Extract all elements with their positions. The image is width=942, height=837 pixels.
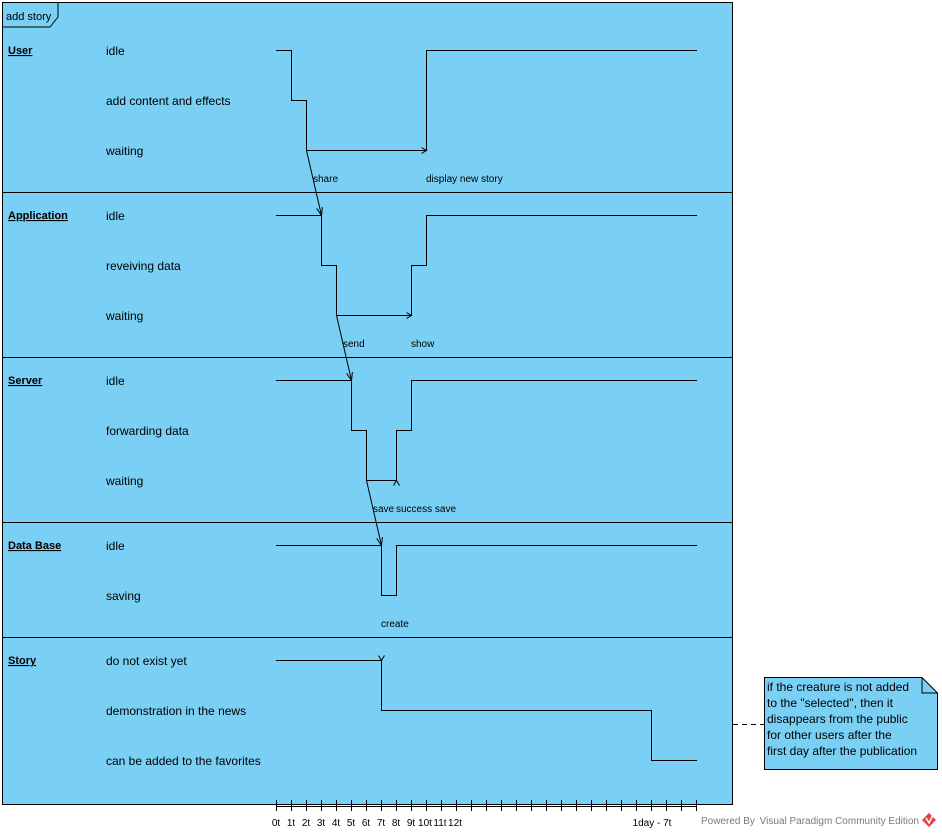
state-label: waiting xyxy=(105,309,143,323)
state-label: waiting xyxy=(105,474,143,488)
state-label: demonstration in the news xyxy=(106,704,246,718)
state-label: idle xyxy=(106,209,125,223)
note[interactable]: if the creature is not added to the "sel… xyxy=(764,677,938,770)
state-timeline-data-base xyxy=(276,545,697,596)
arrowhead-icon xyxy=(378,655,385,662)
message-line-send[interactable] xyxy=(336,315,352,381)
message-label-send: send xyxy=(343,339,365,350)
state-label: add content and effects xyxy=(106,94,231,108)
frame-title: add story xyxy=(6,11,52,23)
state-label: idle xyxy=(106,44,125,58)
arrowhead-icon xyxy=(406,312,413,319)
message-label-create: create xyxy=(381,619,409,630)
state-label: can be added to the favorites xyxy=(106,754,261,768)
state-label: reveiving data xyxy=(106,259,181,273)
message-label-success-save: success save xyxy=(396,504,456,515)
message-label-share: share xyxy=(313,174,338,185)
time-tick-label: 7t xyxy=(377,818,386,829)
time-tick-label: 12t xyxy=(448,818,462,829)
time-range-label: 1day - 7t xyxy=(633,818,672,829)
frame-title-tab xyxy=(2,2,59,28)
diagram-frame[interactable] xyxy=(2,2,733,805)
message-line-save[interactable] xyxy=(366,480,382,546)
lifeline-name-application[interactable]: Application xyxy=(8,210,68,222)
lifeline-name-server[interactable]: Server xyxy=(8,375,43,387)
note-line: first day after the publication xyxy=(767,744,917,758)
state-label: forwarding data xyxy=(106,424,189,438)
lifeline-name-data-base[interactable]: Data Base xyxy=(8,540,61,552)
state-label: do not exist yet xyxy=(106,654,187,668)
state-label: saving xyxy=(106,589,141,603)
state-label: waiting xyxy=(105,144,143,158)
state-timeline-user xyxy=(276,50,697,151)
note-line: to the "selected", then it xyxy=(767,696,894,710)
arrowhead-icon xyxy=(346,372,353,382)
watermark-text: Powered By Visual Paradigm Community Edi… xyxy=(701,816,919,827)
time-tick-label: 11t xyxy=(433,818,446,829)
note-line: for other users after the xyxy=(767,728,892,742)
note-body xyxy=(764,677,938,770)
lifeline-name-story[interactable]: Story xyxy=(8,655,37,667)
note-line: if the creature is not added xyxy=(767,680,909,694)
message-label-display-new-story: display new story xyxy=(426,174,503,185)
message-line-share[interactable] xyxy=(306,150,322,216)
state-timeline-server xyxy=(276,380,697,481)
time-tick-label: 1t xyxy=(287,818,296,829)
note-line: disappears from the public xyxy=(767,712,908,726)
time-tick-label: 10t xyxy=(418,818,432,829)
time-tick-label: 6t xyxy=(362,818,371,829)
message-label-save: save xyxy=(373,504,395,515)
time-tick-label: 3t xyxy=(317,818,326,829)
time-tick-label: 8t xyxy=(392,818,401,829)
arrowhead-icon xyxy=(376,537,383,547)
time-tick-label: 2t xyxy=(302,818,311,829)
time-tick-label: 9t xyxy=(407,818,416,829)
visual-paradigm-logo-icon xyxy=(922,813,936,827)
state-timeline-story xyxy=(276,660,697,761)
time-tick-label: 0t xyxy=(272,818,281,829)
state-label: idle xyxy=(106,539,125,553)
time-tick-label: 4t xyxy=(332,818,341,829)
time-axis: 0t 1t 2t 3t 4t 5t 6t 7t 8t 9t 10t 11t 12… xyxy=(272,800,697,829)
arrowhead-icon xyxy=(393,479,400,486)
state-timeline-application xyxy=(276,215,697,316)
time-tick-label: 5t xyxy=(347,818,356,829)
message-label-show: show xyxy=(411,339,435,350)
note-corner-fold xyxy=(921,677,938,694)
state-label: idle xyxy=(106,374,125,388)
arrowhead-icon xyxy=(316,207,323,217)
lifeline-name-user[interactable]: User xyxy=(8,45,33,57)
arrowhead-icon xyxy=(421,147,428,154)
